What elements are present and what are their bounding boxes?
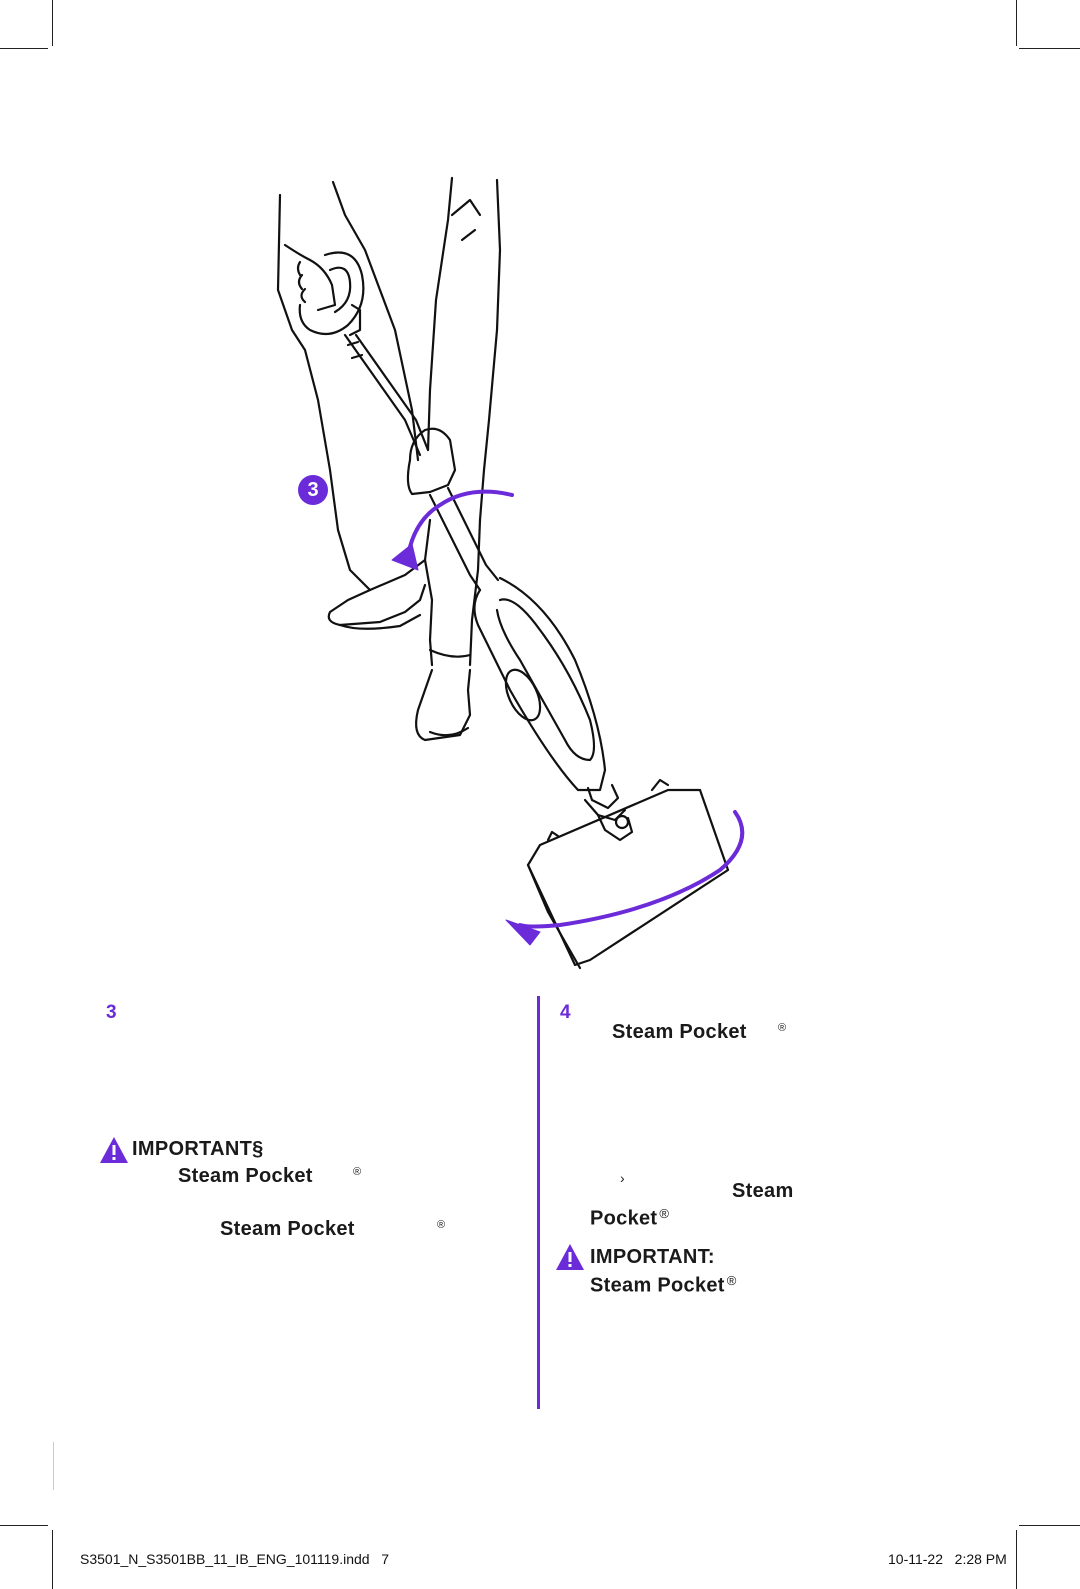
product-name-line: Steam Pocket: [178, 1165, 313, 1188]
warning-icon: [556, 1244, 584, 1270]
step-badge: 3: [298, 475, 328, 505]
step-badge-number: 3: [307, 479, 319, 501]
crop-mark: [1019, 1525, 1080, 1526]
crop-mark: [53, 1442, 54, 1490]
crop-mark: [1019, 48, 1080, 49]
crop-mark: [52, 1530, 53, 1589]
product-name: Steam Pocket: [590, 1274, 725, 1297]
product-name-line: Pocket®: [590, 1206, 669, 1230]
warning-icon: [100, 1137, 128, 1163]
product-name-line: Steam Pocket®: [590, 1273, 736, 1297]
person-with-steam-mop-illustration: [276, 176, 745, 970]
crop-mark: [0, 48, 48, 49]
crop-mark: [0, 1525, 48, 1526]
important-label: IMPORTANT§: [132, 1138, 264, 1160]
important-label: IMPORTANT:: [590, 1246, 715, 1268]
step-number: 3: [106, 1002, 117, 1023]
step-number: 4: [560, 1002, 571, 1023]
footer-filename: S3501_N_S3501BB_11_IB_ENG_101119.indd 7: [80, 1551, 390, 1567]
registered-mark: ®: [778, 1022, 787, 1034]
product-name: Steam Pocket: [220, 1218, 355, 1240]
product-name: Steam Pocket: [612, 1021, 747, 1043]
registered-mark: ®: [726, 1273, 737, 1288]
footer-timestamp: 10-11-22 2:28 PM: [888, 1551, 1007, 1567]
registered-mark: ®: [437, 1219, 446, 1231]
bullet-char: ›: [620, 1170, 625, 1186]
crop-mark: [1016, 1530, 1017, 1589]
product-name: Steam: [732, 1180, 794, 1202]
crop-mark: [52, 0, 53, 46]
column-divider: [537, 996, 540, 1409]
product-name-line: Steam Pocket: [220, 1218, 355, 1241]
rotate-arrow-icon: [518, 810, 745, 929]
crop-mark: [1016, 0, 1017, 46]
registered-mark: ®: [353, 1166, 362, 1178]
registered-mark: ®: [659, 1206, 669, 1221]
rotate-arrow-icon: [406, 489, 514, 557]
product-name: Pocket: [590, 1207, 658, 1230]
product-name: Steam Pocket: [178, 1165, 313, 1187]
